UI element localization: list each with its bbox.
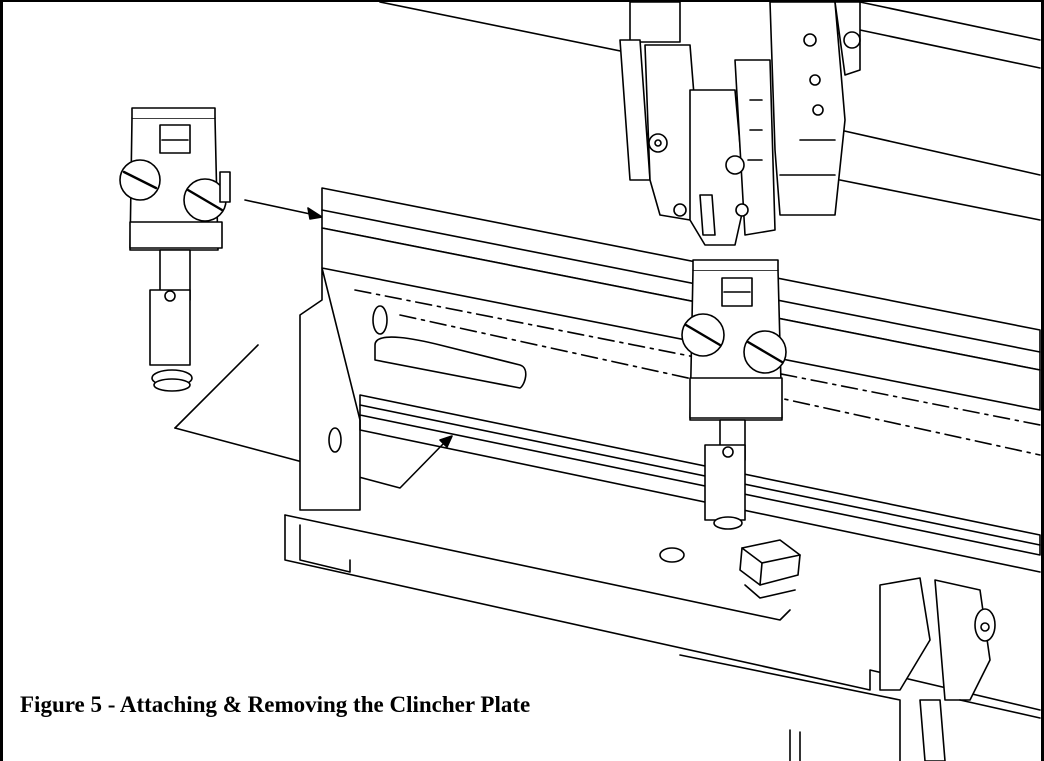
base-plate (284, 514, 1041, 711)
stapler-head-assembly (619, 1, 861, 246)
linkage-assembly (679, 577, 1041, 761)
insertion-arrow (244, 199, 323, 220)
upper-rail (379, 1, 1041, 221)
hex-nut (739, 539, 801, 599)
clincher-plate-installed (681, 259, 787, 530)
clincher-plate-removed (119, 107, 231, 392)
installation-guide-line (174, 344, 453, 489)
figure-caption: Figure 5 - Attaching & Removing the Clin… (20, 692, 537, 718)
clincher-rail-body (299, 187, 1041, 573)
